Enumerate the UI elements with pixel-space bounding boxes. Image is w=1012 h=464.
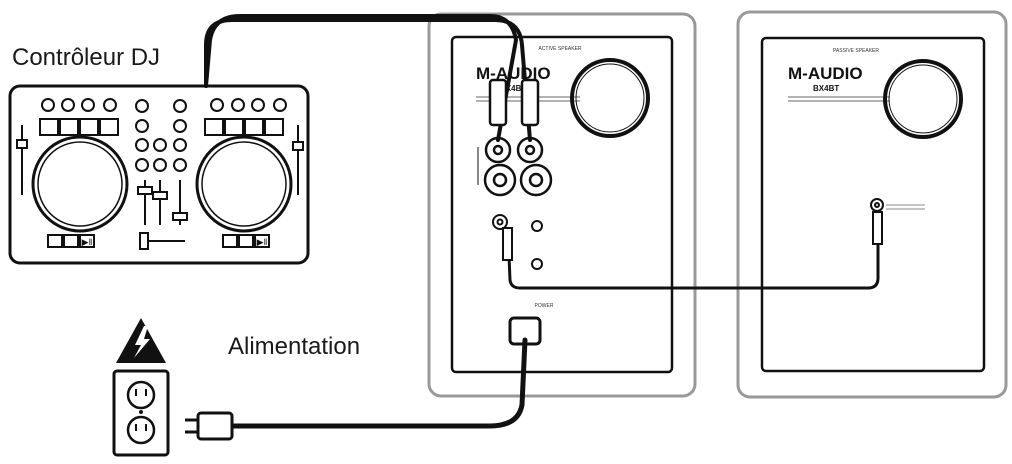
active-speaker-model: BX4BT	[500, 84, 526, 93]
passive-speaker-heading: PASSIVE SPEAKER	[833, 48, 879, 54]
active-bass-port	[570, 58, 650, 138]
right-knobs	[210, 98, 287, 112]
warning-icon	[116, 318, 166, 363]
passive-input-jack	[870, 198, 884, 212]
speaker-link-cable	[506, 212, 880, 290]
balanced-inputs	[483, 163, 553, 197]
right-jog-wheel	[195, 135, 293, 233]
passive-output-jack	[492, 214, 508, 230]
rca-plugs	[488, 78, 540, 127]
power-plug	[185, 411, 234, 441]
passive-bass-port	[883, 59, 963, 139]
dj-controller: ▶‖ ▶‖	[8, 84, 310, 265]
crossfader	[139, 232, 185, 250]
audio-cable-controller-to-speaker	[204, 14, 532, 142]
left-pads	[39, 118, 119, 136]
active-speaker-heading: ACTIVE SPEAKER	[538, 46, 581, 52]
right-transport-buttons: ▶‖	[222, 234, 270, 248]
dj-controller-label: Contrôleur DJ	[12, 44, 161, 71]
pitch-faders	[16, 125, 304, 195]
svg-text:▶‖: ▶‖	[82, 237, 93, 247]
channel-faders	[137, 180, 188, 225]
passive-speaker-brand: M-AUDIO	[788, 64, 863, 83]
wall-outlet-icon	[112, 369, 170, 457]
passive-speaker-model: BX4BT	[813, 84, 839, 93]
speaker-link-plugs	[502, 211, 883, 261]
right-pads	[204, 118, 284, 136]
svg-text:▶‖: ▶‖	[257, 237, 268, 247]
passive-speaker: PASSIVE SPEAKER M-AUDIO BX4BT	[736, 10, 1008, 399]
power-label: POWER	[535, 303, 554, 309]
left-knobs	[41, 98, 117, 112]
switches	[531, 220, 543, 270]
power-cable	[229, 337, 528, 429]
mixer-knobs	[135, 99, 187, 172]
active-speaker-brand: M-AUDIO	[476, 64, 551, 83]
left-jog-wheel	[31, 135, 129, 233]
power-supply-label: Alimentation	[228, 333, 361, 360]
active-speaker: ACTIVE SPEAKER M-AUDIO BX4BT P	[427, 12, 697, 398]
left-transport-buttons: ▶‖	[47, 234, 95, 248]
